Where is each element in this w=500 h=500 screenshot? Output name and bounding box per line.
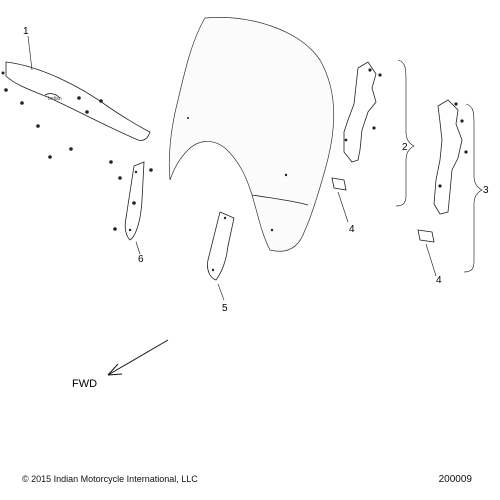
callout-3: 3 <box>483 185 489 196</box>
callout-4-right: 4 <box>436 275 442 286</box>
callout-4-left: 4 <box>349 224 355 235</box>
fwd-label: FWD <box>72 378 97 390</box>
callout-2: 2 <box>402 142 408 153</box>
copyright-text: © 2015 Indian Motorcycle International, … <box>22 474 198 484</box>
trim-piece-5 <box>207 211 235 281</box>
trim-piece-6 <box>124 161 145 241</box>
brace-2 <box>395 59 415 207</box>
hardware-fasteners <box>1 71 153 231</box>
forward-arrow-icon <box>107 339 169 376</box>
windshield <box>168 17 335 252</box>
callout-5: 5 <box>222 303 228 314</box>
svg-text:Indian: Indian <box>48 96 62 102</box>
brace-3 <box>463 103 483 273</box>
drawing-number: 200009 <box>438 474 472 485</box>
mount-bracket-3 <box>417 99 468 243</box>
callout-1: 1 <box>23 26 29 37</box>
leader-lines <box>27 35 437 301</box>
mount-bracket-2 <box>331 61 382 191</box>
fairing-trim-strip: Indian <box>5 61 151 141</box>
callout-6: 6 <box>138 254 144 265</box>
